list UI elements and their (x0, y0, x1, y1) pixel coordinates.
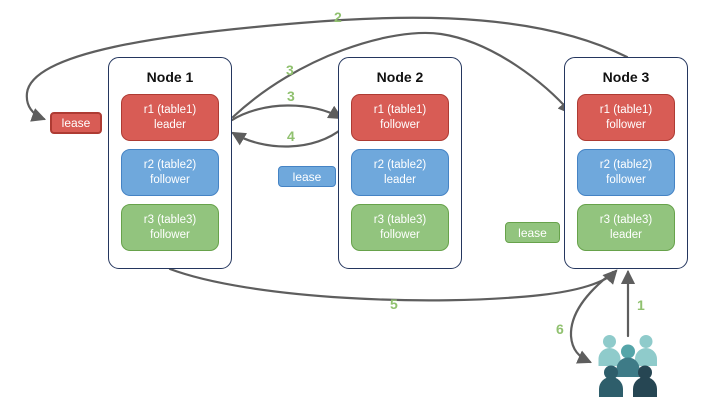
replica-role: follower (150, 173, 190, 186)
node2-replica-r2: r2 (table2) leader (351, 149, 449, 196)
node3-replica-r1: r1 (table1) follower (577, 94, 675, 141)
arrow-step-2 (25, 16, 629, 122)
step-label-4: 4 (287, 128, 295, 144)
node-1-title: Node 1 (146, 69, 194, 85)
lease-badge-table2: lease (278, 166, 336, 187)
arrow-step-4 (231, 125, 346, 148)
replica-role: follower (606, 173, 646, 186)
users-group-icon (598, 335, 657, 397)
node1-replica-r3: r3 (table3) follower (121, 204, 219, 251)
step-label-6: 6 (556, 321, 564, 337)
replica-label: r3 (table3) (599, 213, 653, 226)
node1-replica-r1: r1 (table1) leader (121, 94, 219, 141)
node-3-title: Node 3 (602, 69, 650, 85)
node3-replica-r3: r3 (table3) leader (577, 204, 675, 251)
replica-role: leader (610, 228, 642, 241)
step-label-3b: 3 (287, 88, 295, 104)
replica-label: r1 (table1) (373, 103, 427, 116)
replica-role: leader (154, 118, 186, 131)
step-label-5: 5 (390, 296, 398, 312)
lease-badge-table1: lease (50, 112, 102, 134)
replica-label: r1 (table1) (599, 103, 653, 116)
replica-label: r3 (table3) (373, 213, 427, 226)
node1-replica-r2: r2 (table2) follower (121, 149, 219, 196)
node-2: Node 2 r1 (table1) follower r2 (table2) … (338, 57, 462, 269)
node3-replica-r2: r2 (table2) follower (577, 149, 675, 196)
node2-replica-r1: r1 (table1) follower (351, 94, 449, 141)
replica-role: follower (150, 228, 190, 241)
node-2-title: Node 2 (376, 69, 424, 85)
step-label-3a: 3 (286, 62, 294, 78)
arrow-step-3-to-node2 (230, 104, 343, 122)
lease-badge-table3: lease (505, 222, 560, 243)
replica-label: r2 (table2) (143, 158, 197, 171)
node2-replica-r3: r3 (table3) follower (351, 204, 449, 251)
replica-label: r2 (table2) (599, 158, 653, 171)
replica-label: r3 (table3) (143, 213, 197, 226)
replica-role: follower (380, 228, 420, 241)
arrow-step-5 (168, 267, 618, 302)
node-3: Node 3 r1 (table1) follower r2 (table2) … (564, 57, 688, 269)
replica-role: follower (606, 118, 646, 131)
replica-label: r1 (table1) (143, 103, 197, 116)
arrow-step-3-to-node3 (231, 31, 573, 119)
node-1: Node 1 r1 (table1) leader r2 (table2) fo… (108, 57, 232, 269)
step-label-2: 2 (334, 9, 342, 25)
step-label-1: 1 (637, 297, 645, 313)
replica-role: leader (384, 173, 416, 186)
replica-label: r2 (table2) (373, 158, 427, 171)
arrow-step-6 (569, 270, 615, 364)
replica-role: follower (380, 118, 420, 131)
